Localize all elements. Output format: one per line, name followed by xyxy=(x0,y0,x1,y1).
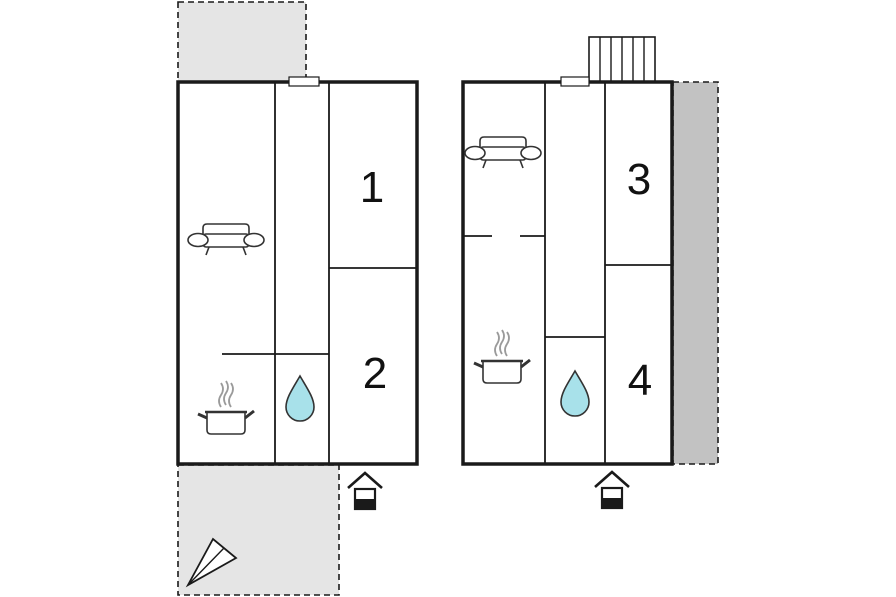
entrance-icon xyxy=(346,471,384,511)
room-number-2: 2 xyxy=(363,349,387,398)
unit-right: 3 4 xyxy=(461,76,674,466)
room-number-3: 3 xyxy=(627,155,651,204)
entrance-icon xyxy=(593,470,631,510)
stairs-icon xyxy=(588,36,656,83)
room-number-1: 1 xyxy=(360,163,384,212)
terrace-top xyxy=(177,1,307,83)
room-number-4: 4 xyxy=(628,356,652,405)
window xyxy=(288,76,320,87)
window xyxy=(560,76,590,87)
north-arrow-icon xyxy=(185,537,238,588)
unit-left: 1 2 xyxy=(176,76,419,466)
annex-side xyxy=(672,81,719,465)
